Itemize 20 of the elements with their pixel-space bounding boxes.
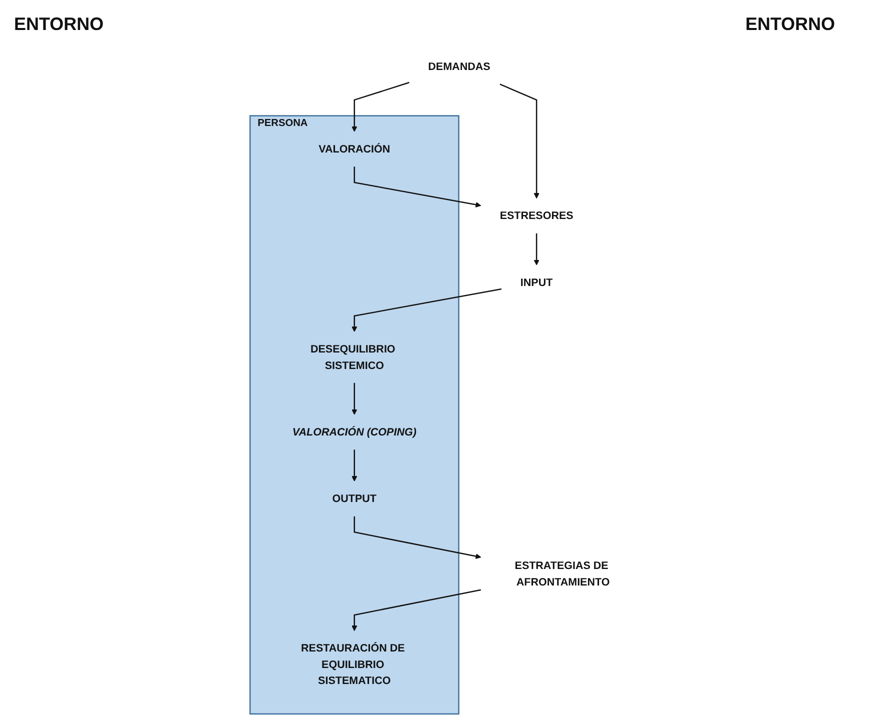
arrow (354, 166, 481, 208)
arrow (351, 589, 481, 632)
node-text: INPUT (520, 276, 553, 288)
arrow (351, 382, 358, 415)
node-text: VALORACIÓN (318, 142, 390, 155)
arrow (500, 84, 540, 199)
node-text: RESTAURACIÓN DE EQUILIBRIO SISTEMATICO (300, 642, 405, 686)
region-label: ENTORNO (14, 14, 104, 36)
arrow (534, 233, 540, 266)
node-text: VALORACIÓN (COPING) (292, 426, 416, 438)
node-text: DEMANDAS (428, 60, 490, 72)
node-text: OUTPUT (332, 492, 376, 505)
node-text: ESTRATEGIAS DE AFRONTAMIENTO (514, 559, 610, 588)
node-text: DESEQUILIBRIO SISTEMICO (310, 343, 396, 372)
region-label: ENTORNO (745, 14, 835, 36)
arrow (351, 288, 502, 332)
arrow (351, 450, 358, 482)
arrow (351, 82, 410, 132)
node-text: ESTRESORES (500, 210, 574, 222)
arrow (354, 516, 481, 559)
